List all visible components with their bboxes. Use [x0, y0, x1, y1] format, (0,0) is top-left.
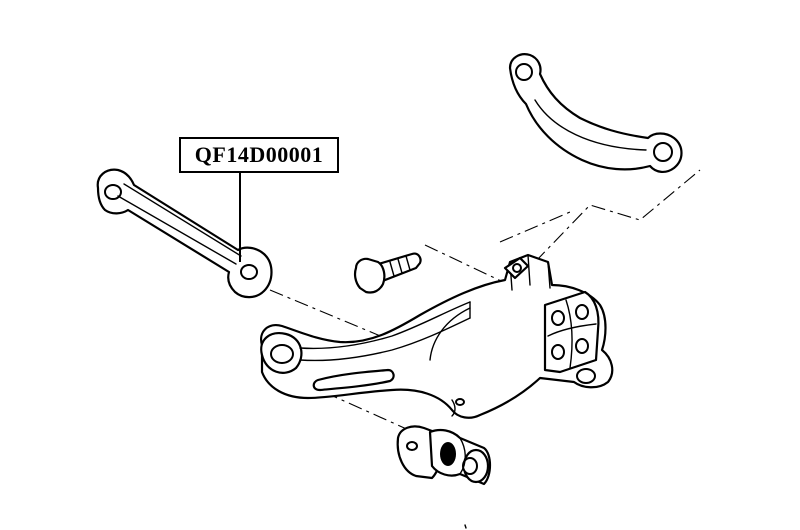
mounting-bolt	[353, 252, 422, 294]
alignment-line-upper-arm-2	[499, 211, 571, 243]
hub-bolt-hole-4	[575, 338, 589, 354]
bushing-flange-hole	[406, 441, 418, 451]
lateral-link-body	[96, 168, 273, 299]
alignment-line-upper-arm	[534, 169, 701, 263]
bolt-shank	[373, 252, 422, 284]
hub-bolt-hole-2	[575, 304, 589, 320]
upper-arm-body	[508, 53, 683, 173]
hub-bolt-hole-3	[551, 344, 565, 360]
lateral-link-bushing-outer	[240, 264, 258, 280]
upper-arm-bushing-outer	[653, 142, 673, 162]
page-mark	[464, 524, 467, 529]
knuckle-lower-bore	[576, 368, 596, 384]
knuckle-small-hole	[455, 398, 465, 406]
bolt-head	[353, 257, 386, 294]
upper-arm-bushing-inner	[515, 63, 533, 81]
bushing-rubber-core	[440, 442, 456, 466]
part-number-label: QF14D00001	[179, 137, 339, 173]
trailing-arm-slot	[312, 368, 395, 392]
hub-bolt-hole-1	[551, 310, 565, 326]
lateral-link-bushing-inner	[104, 184, 122, 200]
part-number-text: QF14D00001	[194, 142, 324, 167]
bushing-bore	[462, 457, 478, 475]
trailing-arm-bushing	[396, 425, 492, 486]
upper-control-arm	[508, 53, 683, 173]
rear-knuckle-trailing-arm	[260, 253, 614, 419]
alignment-line-link-to-knuckle	[269, 289, 391, 341]
bracket-ear-hole	[512, 263, 522, 273]
lower-lateral-link	[96, 168, 273, 299]
trailing-arm-front-bore	[270, 344, 294, 364]
